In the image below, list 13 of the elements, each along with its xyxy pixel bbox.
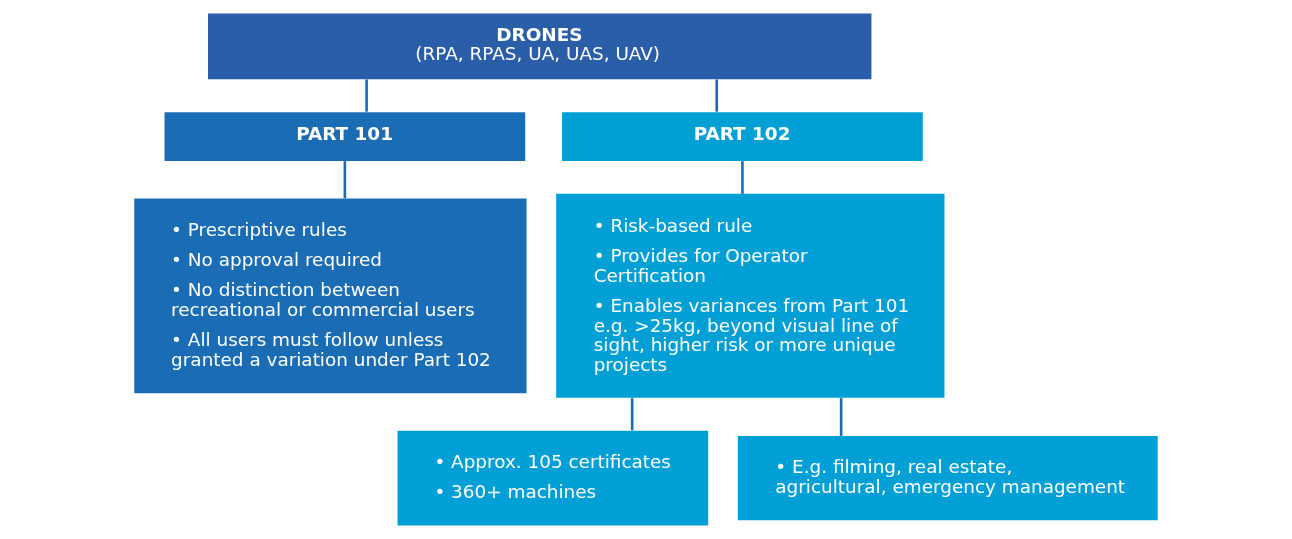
- connector: [343, 161, 347, 199]
- connector: [630, 398, 634, 431]
- node-box: PART 102: [562, 112, 923, 161]
- node-box: • E.g. filming, real estate, agricultural, emergency management: [737, 436, 1158, 521]
- connector: [365, 79, 368, 112]
- connector: [839, 398, 843, 436]
- node-box: • Approx. 105 certificates • 360+ machines: [397, 430, 709, 526]
- node-box: • Prescriptive rules • No approval required • No distinction between recreational or commercial users • All users must follow unless granted a variation under Part 102: [134, 198, 527, 394]
- node-box: DRONES (RPA, RPAS, UA, UAS, UAV): [208, 13, 872, 80]
- connector: [741, 161, 744, 194]
- connector: [715, 79, 719, 112]
- node-box: PART 101: [164, 112, 526, 161]
- node-box: • Risk-based rule • Provides for Operator Certification • Enables variances from Part 101 e.g. >25kg, beyond visual line of sight, higher risk or more unique projects: [556, 193, 945, 398]
